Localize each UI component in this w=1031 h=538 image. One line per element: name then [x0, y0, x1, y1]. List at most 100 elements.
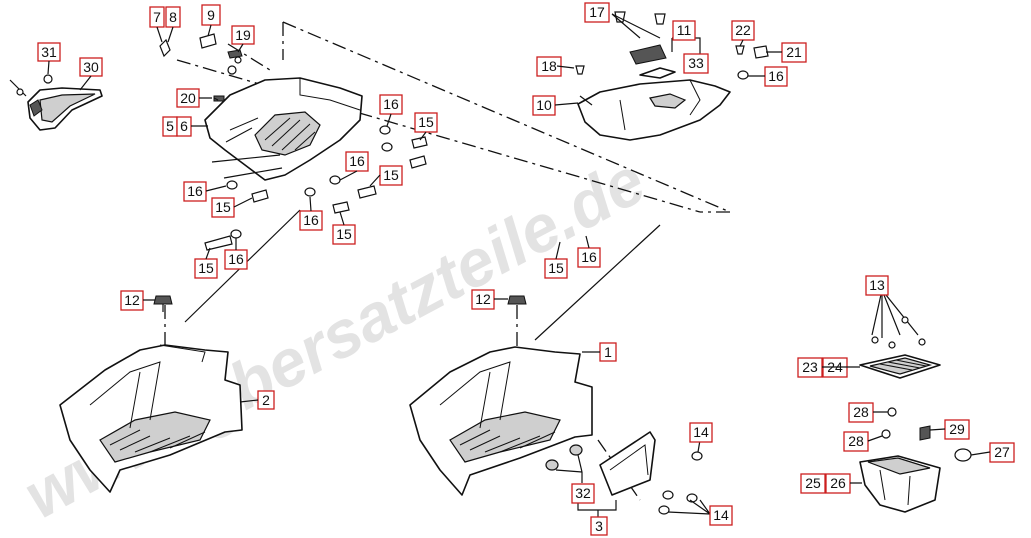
callout-1: 1 [599, 342, 617, 362]
svg-text:20: 20 [180, 90, 196, 106]
callout-9: 9 [201, 4, 221, 26]
callout-30: 30 [79, 57, 103, 77]
svg-text:32: 32 [575, 485, 591, 501]
part-26-storage-box [859, 407, 972, 513]
callout-16: 16 [299, 210, 323, 231]
callout-15: 15 [211, 197, 235, 218]
part-2-footrest-left [59, 209, 301, 493]
svg-text:28: 28 [853, 404, 869, 420]
part-10-top-cover [575, 11, 769, 141]
callout-28: 28 [848, 402, 874, 423]
callout-29: 29 [944, 419, 970, 440]
svg-text:15: 15 [383, 167, 399, 183]
fasteners-front-cover [204, 125, 428, 251]
svg-text:14: 14 [713, 507, 729, 523]
part-3-side-panel [545, 431, 711, 517]
callout-8: 8 [165, 6, 181, 28]
callout-14: 14 [689, 422, 713, 443]
svg-text:3: 3 [595, 518, 603, 534]
svg-text:18: 18 [541, 58, 557, 74]
callout-15: 15 [332, 224, 356, 245]
svg-text:16: 16 [349, 153, 365, 169]
callout-18: 18 [536, 56, 562, 77]
svg-text:15: 15 [418, 114, 434, 130]
callout-12: 12 [120, 290, 144, 311]
svg-text:16: 16 [303, 212, 319, 228]
callout-2: 2 [257, 390, 275, 410]
svg-text:30: 30 [83, 59, 99, 75]
svg-text:33: 33 [688, 55, 704, 71]
callout-15: 15 [194, 258, 218, 279]
svg-text:12: 12 [475, 291, 491, 307]
callout-15: 15 [379, 165, 403, 186]
svg-text:16: 16 [768, 68, 784, 84]
svg-text:16: 16 [228, 251, 244, 267]
callout-32: 32 [571, 483, 595, 504]
callout-33: 33 [683, 53, 709, 74]
svg-text:2: 2 [262, 392, 270, 408]
svg-text:15: 15 [336, 226, 352, 242]
svg-text:27: 27 [994, 444, 1010, 460]
callout-14: 14 [709, 505, 733, 526]
svg-text:15: 15 [215, 199, 231, 215]
svg-text:11: 11 [677, 22, 692, 38]
part-24-grille [859, 289, 941, 379]
callout-31: 31 [37, 42, 61, 62]
svg-text:5: 5 [166, 118, 174, 134]
callout-leaders [47, 24, 991, 484]
part-1-footrest-right [409, 224, 661, 496]
svg-text:25: 25 [805, 475, 821, 491]
svg-text:21: 21 [786, 44, 802, 60]
callout-7: 7 [149, 6, 165, 28]
callout-19: 19 [231, 25, 255, 45]
callout-22: 22 [731, 20, 755, 41]
callout-28: 28 [843, 431, 869, 452]
callout-3: 3 [590, 516, 608, 536]
part-5-6-front-cover [204, 56, 363, 181]
part-30-cover [9, 74, 103, 131]
svg-text:9: 9 [207, 7, 215, 23]
callout-26: 26 [825, 473, 851, 494]
callout-11: 11 [672, 20, 696, 41]
callout-25: 25 [800, 473, 826, 494]
svg-text:7: 7 [153, 9, 161, 25]
svg-text:28: 28 [848, 433, 864, 449]
callout-23: 23 [797, 357, 823, 378]
callout-15: 15 [414, 112, 438, 133]
svg-text:26: 26 [830, 475, 846, 491]
svg-text:8: 8 [169, 9, 177, 25]
svg-text:29: 29 [949, 421, 965, 437]
callouts: 7 8 9 19 31 30 20 5 6 16 15 16 15 16 15 … [37, 2, 1015, 536]
callout-17: 17 [584, 2, 610, 23]
callout-27: 27 [989, 442, 1015, 463]
callout-6: 6 [176, 116, 192, 137]
svg-text:16: 16 [187, 183, 203, 199]
callout-20: 20 [176, 88, 200, 108]
svg-text:12: 12 [124, 292, 140, 308]
callout-15: 15 [544, 258, 568, 279]
svg-text:16: 16 [581, 249, 597, 265]
svg-text:15: 15 [198, 260, 214, 276]
callout-16: 16 [224, 249, 248, 270]
svg-text:22: 22 [735, 22, 751, 38]
svg-text:1: 1 [604, 344, 612, 360]
svg-text:19: 19 [235, 27, 251, 43]
svg-text:17: 17 [589, 4, 605, 20]
svg-text:16: 16 [383, 96, 399, 112]
callout-16: 16 [345, 151, 369, 172]
svg-text:23: 23 [802, 359, 818, 375]
hardware-top-left [159, 33, 243, 101]
svg-text:10: 10 [536, 97, 552, 113]
callout-5: 5 [162, 116, 178, 137]
svg-text:15: 15 [548, 260, 564, 276]
callout-16: 16 [764, 66, 788, 87]
callout-16: 16 [183, 181, 207, 202]
svg-text:6: 6 [180, 118, 188, 134]
callout-21: 21 [781, 42, 807, 63]
callout-12: 12 [471, 289, 495, 310]
svg-text:31: 31 [41, 44, 57, 60]
callout-10: 10 [532, 95, 556, 116]
callout-16: 16 [577, 247, 601, 268]
svg-text:13: 13 [869, 277, 885, 293]
